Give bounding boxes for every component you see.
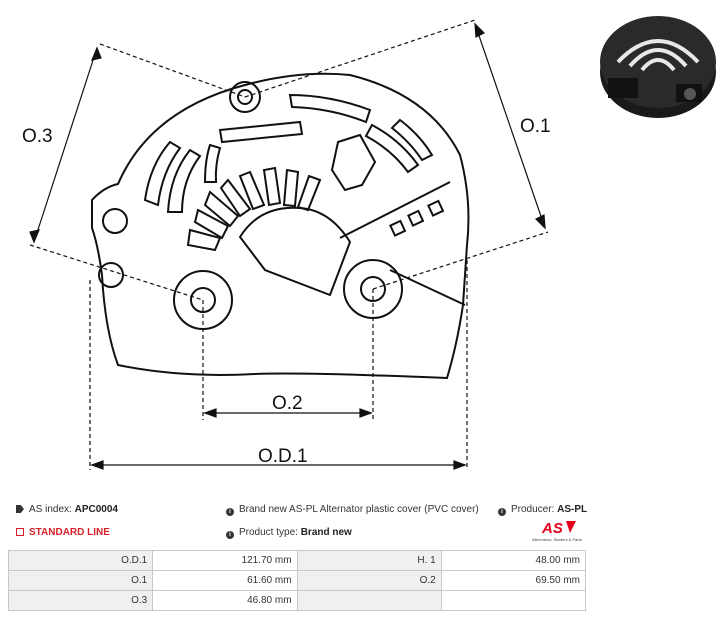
- product-type-value: Brand new: [300, 527, 352, 538]
- spec-value: 46.80 mm: [152, 590, 298, 611]
- spec-label: O.D.1: [7, 550, 154, 571]
- technical-drawing: O.3 O.1 O.2 O.D.1: [22, 19, 551, 470]
- as-pl-logo: AS Alternators, Starters & Parts: [532, 520, 582, 542]
- producer-value: AS-PL: [557, 504, 588, 515]
- product-photo: [600, 16, 716, 118]
- spec-label: O.3: [7, 590, 154, 611]
- spec-value: 69.50 mm: [440, 570, 587, 591]
- spec-label: [296, 590, 442, 611]
- standard-line-row: STANDARD LINE: [16, 527, 110, 538]
- dim-label-o2: O.2: [272, 393, 303, 414]
- info-icon: i: [226, 531, 234, 539]
- logo-text: AS: [541, 520, 563, 537]
- dim-label-od1: O.D.1: [258, 446, 308, 467]
- producer-label: Producer:: [511, 504, 555, 515]
- product-type-row: i Product type: Brand new: [226, 527, 352, 539]
- info-icon: i: [498, 508, 506, 516]
- spec-label: O.1: [7, 570, 154, 591]
- dim-label-o1: O.1: [520, 116, 551, 137]
- spec-label: H. 1: [296, 550, 442, 571]
- producer-row: i Producer: AS-PL: [498, 504, 587, 516]
- as-index-label: AS index:: [29, 504, 72, 515]
- description-text: Brand new AS-PL Alternator plastic cover…: [239, 504, 479, 515]
- product-type-label: Product type:: [239, 527, 298, 538]
- spec-value: 48.00 mm: [440, 550, 587, 571]
- description-row: i Brand new AS-PL Alternator plastic cove…: [226, 504, 479, 516]
- logo-tagline: Alternators, Starters & Parts: [532, 537, 582, 542]
- spec-value: 61.60 mm: [152, 570, 298, 591]
- tag-icon: [16, 505, 24, 513]
- spec-label: O.2: [296, 570, 442, 591]
- dim-label-o3: O.3: [22, 126, 53, 147]
- info-icon: i: [226, 508, 234, 516]
- spec-value: 121.70 mm: [152, 550, 298, 571]
- checkbox-icon: [16, 528, 24, 536]
- as-index-value: APC0004: [74, 504, 118, 515]
- as-index-row: AS index: APC0004: [16, 504, 118, 515]
- spec-value: [440, 590, 587, 611]
- standard-line-label: STANDARD LINE: [29, 527, 110, 538]
- cover-outline: [91, 72, 470, 380]
